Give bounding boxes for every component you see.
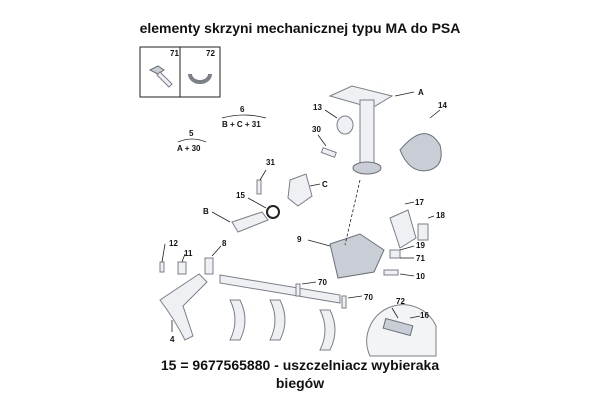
callout-13: 13	[313, 103, 322, 112]
caption-line-2: biegów	[275, 375, 325, 391]
callout-11: 11	[184, 249, 193, 258]
group-5-ref: 5	[189, 129, 194, 138]
group-6: 6 B + C + 31	[221, 105, 267, 129]
part-71-rivet: 71	[400, 254, 425, 263]
clip-ring	[188, 73, 212, 84]
part-c-lever: C	[287, 173, 328, 207]
diagram-title: elementy skrzyni mechanicznej typu MA do…	[139, 20, 461, 36]
callout-17: 17	[415, 198, 424, 207]
callout-70-b: 70	[364, 293, 373, 302]
part-70-pin-a: 70	[295, 278, 327, 297]
part-12-pin: 12	[159, 239, 178, 273]
callout-B: B	[203, 207, 209, 216]
part-8-bolt: 8	[204, 239, 227, 275]
group-5: 5 A + 30	[177, 129, 207, 153]
callout-72-b: 72	[396, 297, 405, 306]
part-b-arm: B	[203, 207, 269, 233]
part-30-pin: 30	[312, 125, 337, 158]
callout-70-a: 70	[318, 278, 327, 287]
callout-19: 19	[416, 241, 425, 250]
detail-box-72-label: 72	[206, 49, 215, 58]
axis-line	[344, 179, 361, 246]
callout-31: 31	[266, 158, 275, 167]
callout-30: 30	[312, 125, 321, 134]
part-18-bolt: 18	[417, 211, 445, 241]
callout-C: C	[322, 180, 328, 189]
group-5-formula: A + 30	[177, 144, 201, 153]
part-10-screw: 10	[383, 269, 425, 281]
callout-14: 14	[438, 101, 447, 110]
callout-4: 4	[170, 335, 175, 344]
detail-circle-seal: 72 16	[366, 297, 437, 357]
part-13-spring: 13	[313, 103, 354, 135]
detail-box-71: 71	[139, 46, 181, 98]
part-19-nut: 19	[389, 241, 425, 259]
detail-box-71-label: 71	[170, 49, 179, 58]
callout-15: 15	[236, 191, 245, 200]
part-11-bushing: 11	[177, 249, 193, 275]
part-14-boot: 14	[399, 101, 447, 172]
group-6-ref: 6	[240, 105, 245, 114]
part-15-seal: 15	[236, 191, 280, 219]
caption: 15 = 9677565880 - uszczelniacz wybieraka…	[0, 356, 600, 392]
part-4-fork: 4	[159, 273, 208, 344]
group-6-formula: B + C + 31	[222, 120, 261, 129]
callout-18: 18	[436, 211, 445, 220]
callout-9: 9	[297, 235, 302, 244]
part-70-pin-b: 70	[341, 293, 373, 309]
callout-71: 71	[416, 254, 425, 263]
callout-12: 12	[169, 239, 178, 248]
detail-box-72: 72	[179, 46, 221, 98]
callout-10: 10	[416, 272, 425, 281]
part-17-bracket: 17	[389, 198, 424, 249]
callout-A: A	[418, 88, 424, 97]
part-31-pin: 31	[256, 158, 275, 195]
callout-16: 16	[420, 311, 429, 320]
caption-line-1: 15 = 9677565880 - uszczelniacz wybieraka	[160, 357, 440, 373]
part-selector-rods	[219, 274, 341, 351]
callout-8: 8	[222, 239, 227, 248]
part-a-selector-shaft: A	[328, 85, 424, 175]
rivet-pin	[156, 71, 173, 88]
part-9-housing: 9	[297, 233, 385, 279]
